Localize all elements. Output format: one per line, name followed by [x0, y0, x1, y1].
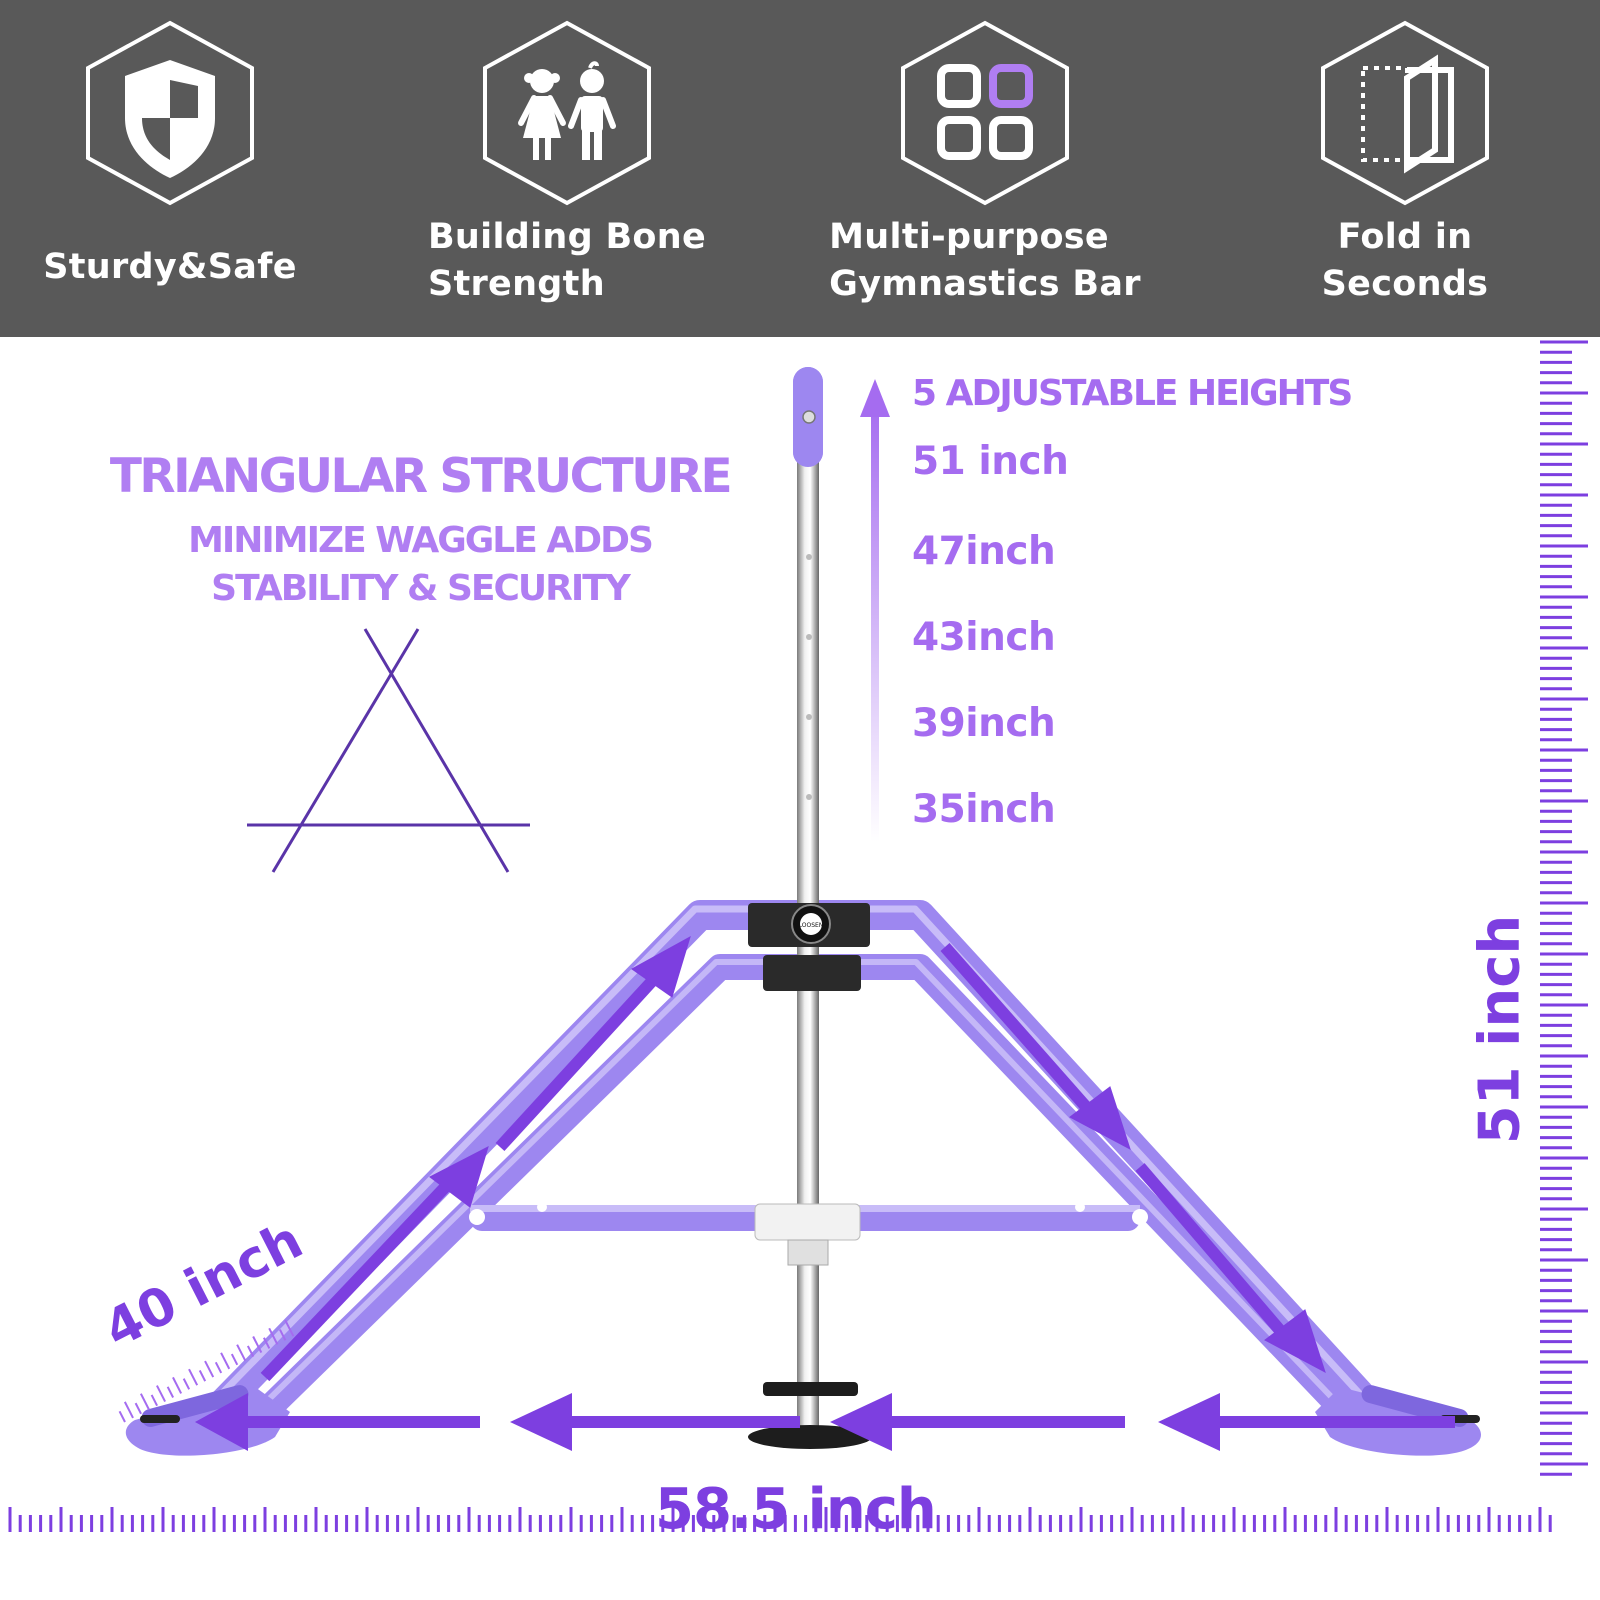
feature-band: Sturdy&Safe Building Bone Strength: [0, 0, 1600, 337]
width-dimension-label: 58.5 inch: [655, 1477, 937, 1542]
heights-title: 5 ADJUSTABLE HEIGHTS: [912, 373, 1353, 414]
gymnastics-bar-illustration: LOOSEN: [8, 340, 1588, 1532]
children-icon: [483, 20, 651, 206]
feature-label: Building Bone Strength: [427, 217, 707, 304]
width-arrows: [195, 1393, 1455, 1451]
feature-label: Multi-purpose Gymnastics Bar: [829, 217, 1141, 304]
leg-arrows: [260, 935, 1326, 1382]
height-dimension-label: 51 inch: [1467, 914, 1533, 1145]
height-option-35: 35inch: [912, 787, 1056, 832]
knob-label: LOOSEN: [799, 922, 824, 929]
loosen-knob-icon: LOOSEN: [791, 904, 831, 944]
height-option-47: 47inch: [912, 529, 1056, 574]
triangle-symbol-icon: [247, 628, 530, 873]
depth-ruler: [118, 1319, 295, 1423]
height-option-51: 51 inch: [912, 439, 1069, 484]
product-diagram: LOOSEN: [0, 337, 1600, 1600]
height-arrow-icon: [860, 379, 890, 842]
structure-subtitle: MINIMIZE WAGGLE ADDS STABILITY & SECURIT…: [188, 520, 654, 609]
feature-label: Sturdy&Safe: [43, 247, 297, 287]
grid-squares-icon: [901, 20, 1069, 206]
height-option-43: 43inch: [912, 615, 1056, 660]
bottom-ruler: [8, 1507, 1552, 1532]
height-option-39: 39inch: [912, 701, 1056, 746]
right-ruler: [1540, 340, 1588, 1476]
fold-door-icon: [1321, 20, 1489, 206]
feature-sturdy-safe: Sturdy&Safe: [0, 18, 340, 291]
shield-icon: [86, 20, 254, 206]
feature-fold-seconds: Fold in Seconds: [1235, 18, 1575, 308]
feature-label: Fold in Seconds: [1321, 217, 1489, 304]
structure-title: TRIANGULAR STRUCTURE: [109, 449, 733, 504]
feature-multi-purpose: Multi-purpose Gymnastics Bar: [815, 18, 1155, 308]
feature-bone-strength: Building Bone Strength: [397, 18, 737, 308]
